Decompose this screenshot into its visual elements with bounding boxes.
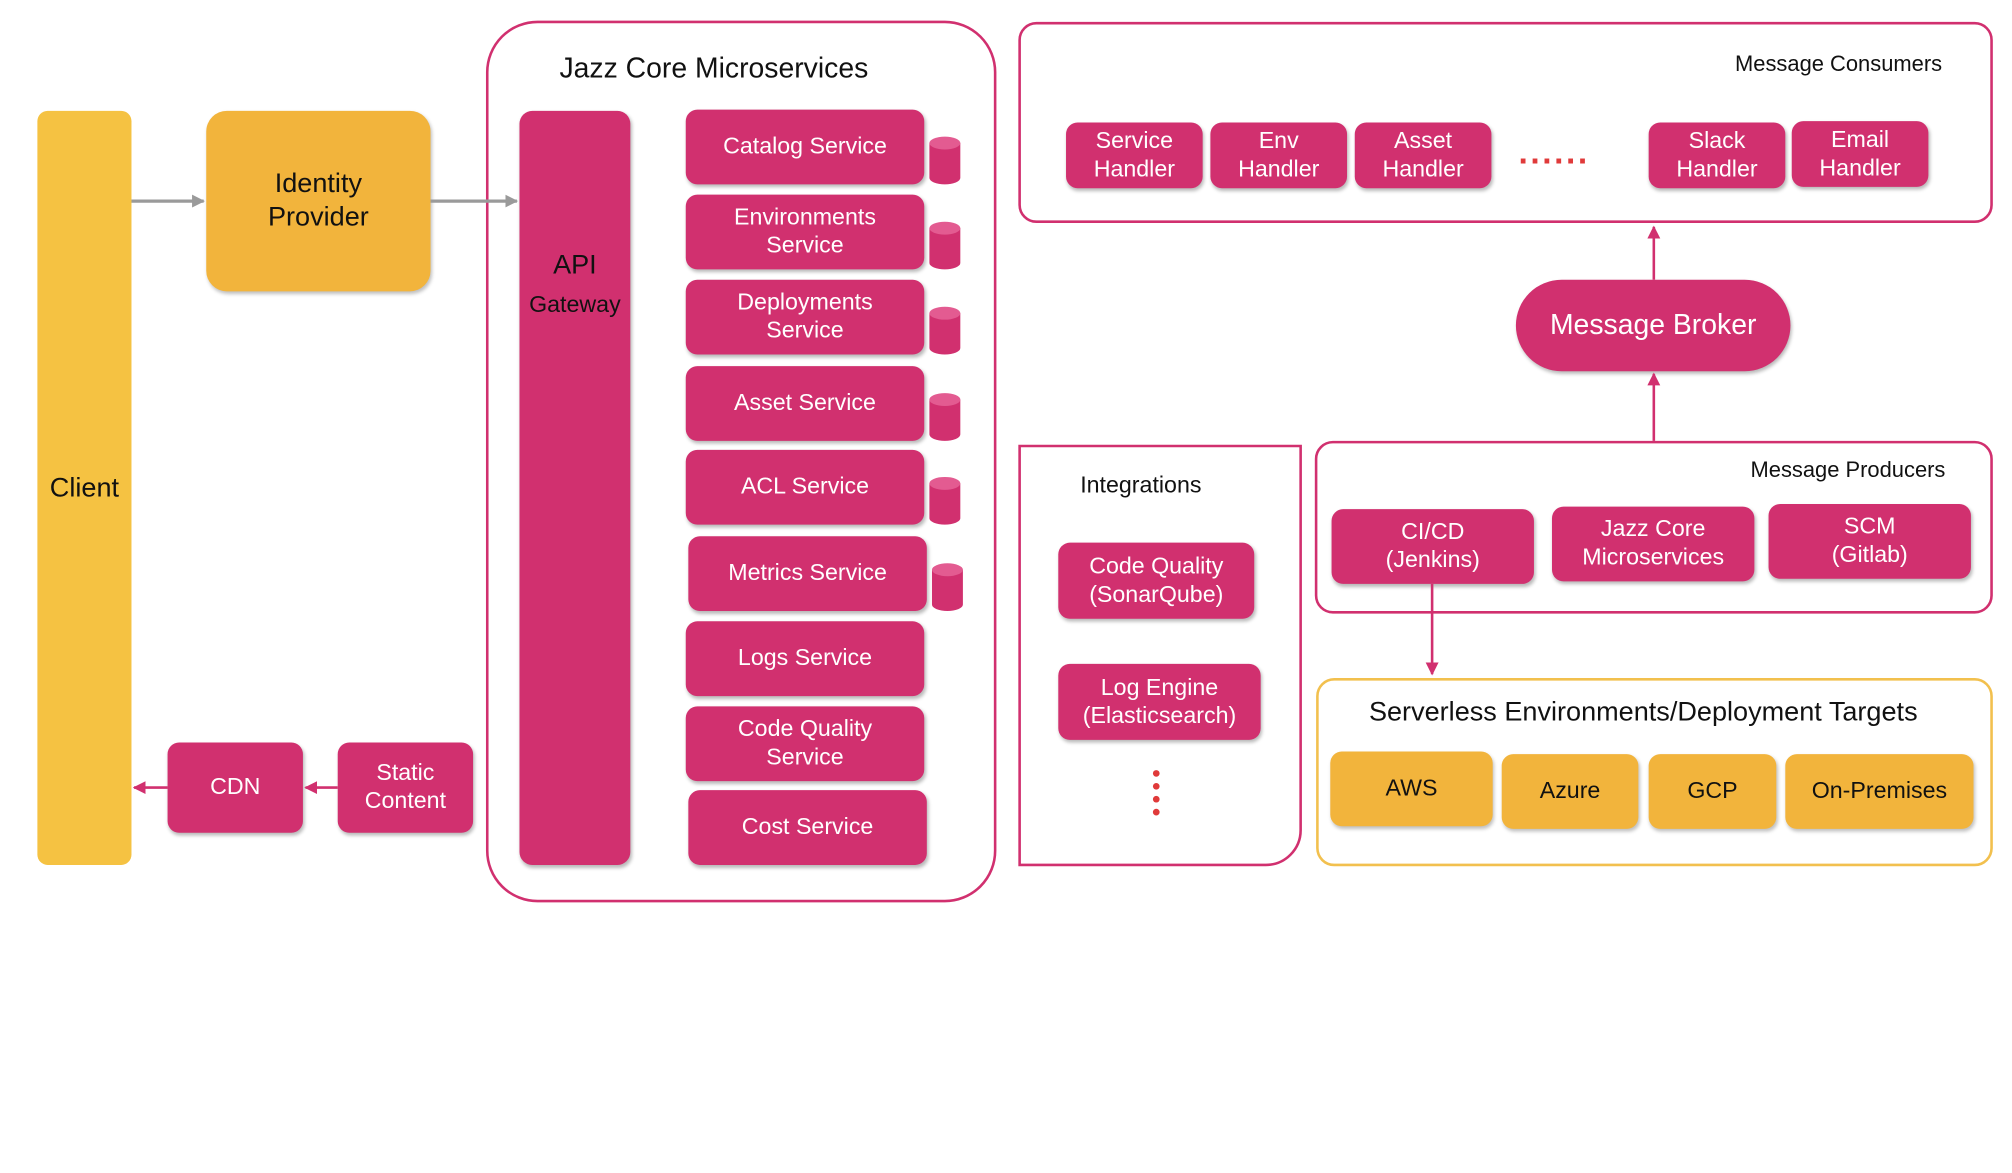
producer-label: Jazz Core Microservices <box>1582 515 1725 570</box>
integration-label: Code Quality (SonarQube) <box>1089 552 1224 607</box>
service-box[interactable]: Environments Service <box>685 194 925 270</box>
email-handler-box[interactable]: Email Handler <box>1791 121 1929 187</box>
message-broker-box[interactable]: Message Broker <box>1515 279 1791 372</box>
service-label: Logs Service <box>737 644 873 671</box>
slack-handler-box[interactable]: Slack Handler <box>1648 122 1786 189</box>
service-box[interactable]: Deployments Service <box>685 279 925 355</box>
target-label: Azure <box>1539 777 1601 804</box>
target-label: On-Premises <box>1811 777 1948 804</box>
consumers-ellipsis: ...... <box>1518 132 1590 172</box>
service-box[interactable]: Cost Service <box>688 790 927 865</box>
message-broker-label: Message Broker <box>1549 308 1757 341</box>
log-engine-integration-box[interactable]: Log Engine (Elasticsearch) <box>1058 663 1261 740</box>
api-gateway-line1: API <box>553 250 597 280</box>
service-label: Cost Service <box>741 813 874 840</box>
gcp-target-box[interactable]: GCP <box>1648 754 1777 829</box>
database-icon <box>929 476 961 525</box>
azure-target-box[interactable]: Azure <box>1501 754 1639 829</box>
asset-handler-box[interactable]: Asset Handler <box>1354 122 1492 189</box>
service-box[interactable]: Asset Service <box>685 366 925 441</box>
handler-label: Email Handler <box>1819 125 1901 180</box>
cdn-label: CDN <box>210 773 261 800</box>
service-box[interactable]: Catalog Service <box>685 109 925 185</box>
static-content-label: Static Content <box>364 759 447 814</box>
service-handler-box[interactable]: Service Handler <box>1066 122 1203 189</box>
jazz-core-producer-box[interactable]: Jazz Core Microservices <box>1551 506 1755 582</box>
core-microservices-frame <box>485 20 997 903</box>
database-icon <box>929 306 961 355</box>
deployment-targets-title: Serverless Environments/Deployment Targe… <box>1368 697 1918 728</box>
api-gateway-line2: Gateway <box>529 291 621 318</box>
aws-target-box[interactable]: AWS <box>1330 751 1493 827</box>
producer-label: CI/CD (Jenkins) <box>1385 518 1480 573</box>
service-box[interactable]: Metrics Service <box>688 536 927 612</box>
on-premises-target-box[interactable]: On-Premises <box>1785 754 1974 829</box>
database-icon <box>931 563 963 612</box>
service-label: Metrics Service <box>728 559 887 586</box>
service-box[interactable]: Logs Service <box>685 621 925 697</box>
handler-label: Env Handler <box>1238 127 1320 182</box>
message-consumers-frame <box>1018 21 1993 224</box>
integrations-vertical-dots <box>1152 770 1160 816</box>
core-microservices-title: Jazz Core Microservices <box>559 51 869 84</box>
target-label: AWS <box>1385 774 1438 801</box>
service-label: ACL Service <box>740 473 870 499</box>
message-producers-title: Message Producers <box>1750 457 1946 483</box>
env-handler-box[interactable]: Env Handler <box>1210 122 1348 189</box>
integrations-frame <box>1018 444 1302 867</box>
integrations-title: Integrations <box>1080 471 1202 498</box>
service-label: Asset Service <box>734 389 876 416</box>
service-label: Catalog Service <box>723 132 887 159</box>
message-consumers-title: Message Consumers <box>1735 51 1943 77</box>
identity-provider-label: Identity Provider <box>267 169 369 233</box>
identity-provider-box[interactable]: Identity Provider <box>206 110 431 292</box>
database-icon <box>929 221 961 270</box>
scm-producer-box[interactable]: SCM (Gitlab) <box>1768 504 1971 579</box>
service-box[interactable]: Code Quality Service <box>685 706 925 782</box>
handler-label: Slack Handler <box>1676 127 1758 182</box>
client-box[interactable]: Client <box>37 110 132 865</box>
message-producers-frame <box>1314 440 1993 614</box>
api-gateway-box[interactable]: API Gateway <box>519 110 631 865</box>
code-quality-integration-box[interactable]: Code Quality (SonarQube) <box>1058 542 1255 619</box>
handler-label: Service Handler <box>1093 127 1175 182</box>
database-icon <box>929 136 961 185</box>
target-label: GCP <box>1687 777 1738 804</box>
deployment-targets-frame <box>1316 678 1993 867</box>
integration-label: Log Engine (Elasticsearch) <box>1082 673 1237 728</box>
client-label: Client <box>49 472 120 503</box>
connector-arrows <box>131 194 1661 795</box>
producer-label: SCM (Gitlab) <box>1831 513 1908 568</box>
service-label: Deployments Service <box>737 288 873 343</box>
database-icon <box>929 393 961 441</box>
service-label: Environments Service <box>734 203 876 258</box>
handler-label: Asset Handler <box>1382 127 1464 182</box>
cdn-box[interactable]: CDN <box>167 742 303 833</box>
service-box[interactable]: ACL Service <box>685 449 925 525</box>
service-label: Code Quality Service <box>737 715 873 770</box>
cicd-producer-box[interactable]: CI/CD (Jenkins) <box>1331 509 1534 584</box>
static-content-box[interactable]: Static Content <box>337 742 474 833</box>
